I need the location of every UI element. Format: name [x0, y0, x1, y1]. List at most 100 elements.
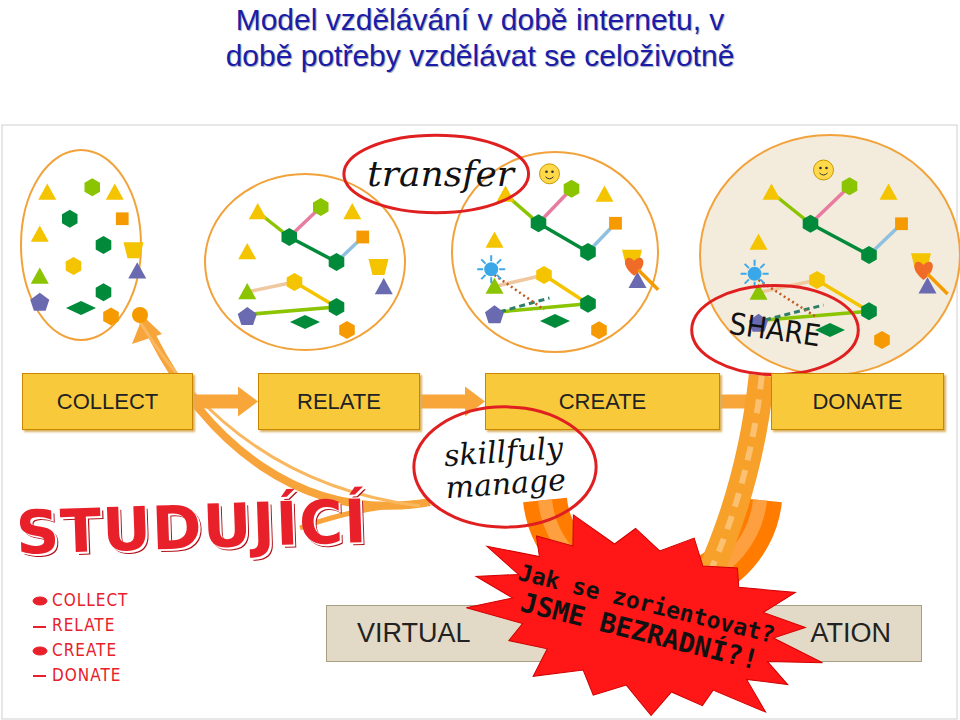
sun-ray	[497, 259, 501, 263]
sun-ray	[499, 268, 505, 270]
sun	[748, 267, 762, 281]
manage-callout: skillfuly manage	[412, 405, 598, 529]
node-label: SHARE	[727, 308, 822, 352]
idea-shape	[249, 203, 267, 219]
idea-shape	[313, 198, 329, 216]
idea-shape	[536, 266, 552, 284]
idea-shape	[66, 257, 82, 275]
idea-shape	[124, 242, 144, 258]
list-item: DONATE	[52, 665, 121, 685]
idea-shape	[287, 273, 303, 291]
arrowhead	[238, 387, 258, 417]
ellipse-outline	[692, 285, 859, 374]
idea-shape	[62, 210, 78, 228]
idea-shape	[31, 226, 49, 242]
smiley-eye	[825, 167, 828, 170]
process-box: CREATE	[485, 373, 720, 430]
process-box: RELATE	[258, 373, 420, 430]
idea-shape	[564, 180, 580, 198]
idea-shape	[609, 217, 622, 230]
list-bullets	[33, 597, 47, 676]
idea-shape	[290, 315, 320, 329]
idea-shape	[750, 234, 768, 250]
idea-shape	[486, 232, 504, 248]
idea-shape	[103, 307, 119, 325]
idea-shape	[106, 184, 124, 200]
node-label: CREATE	[559, 389, 647, 415]
flow-arrow	[420, 387, 485, 417]
smiley-mouth	[820, 173, 828, 175]
idea-shape	[803, 215, 819, 233]
idea-shape	[343, 203, 361, 219]
idea-shape	[809, 271, 825, 289]
arrow-shaft	[193, 395, 240, 409]
idea-link	[253, 307, 337, 314]
process-box: DONATE	[771, 373, 944, 430]
node-label: skillfuly manage	[430, 431, 579, 504]
sun-ray	[760, 264, 764, 268]
ellipse-outline	[344, 135, 529, 213]
idea-circle	[700, 135, 960, 375]
sun-ray	[481, 275, 485, 279]
sun-ray	[760, 279, 764, 283]
idea-shape	[540, 314, 570, 328]
idea-shape	[85, 178, 101, 196]
sun-ray	[741, 273, 747, 275]
idea-shape	[128, 262, 146, 278]
node-texts: transfer	[367, 155, 504, 193]
node-texts: DONATE	[812, 389, 902, 415]
sun-ray	[745, 279, 749, 283]
sun-ray	[497, 275, 501, 279]
sun-ray	[763, 273, 769, 275]
idea-shape	[375, 278, 393, 294]
idea-shape	[38, 184, 56, 200]
heart-stick	[928, 274, 948, 294]
idea-shape	[30, 293, 49, 311]
idea-shape	[874, 331, 890, 349]
idea-shape	[880, 184, 898, 200]
node-texts: COLLECT	[57, 389, 158, 415]
node-texts: SHARE	[727, 308, 822, 352]
ellipse-outline	[414, 407, 596, 527]
sun-ray	[490, 277, 492, 283]
idea-shape	[339, 321, 355, 339]
idea-shape	[531, 214, 547, 232]
node-texts: RELATE	[297, 389, 381, 415]
arrow-shaft	[420, 395, 467, 409]
idea-shape	[282, 228, 298, 246]
node-label: VIRTUAL	[357, 618, 471, 649]
sun-ray	[477, 268, 483, 270]
idea-shape	[591, 321, 607, 339]
idea-shape	[369, 259, 389, 275]
idea-shape	[96, 283, 112, 301]
student-heading: STUDUJÍCÍ	[15, 486, 369, 568]
heart-stick	[638, 270, 658, 290]
idea-shape	[238, 307, 257, 325]
smiley	[814, 160, 834, 180]
idea-circle	[205, 174, 405, 350]
node-texts: CREATE	[559, 389, 647, 415]
sun-ray	[490, 255, 492, 261]
idea-shape	[842, 177, 858, 195]
share-callout: SHARE	[690, 284, 860, 376]
smiley-mouth	[546, 177, 554, 179]
smiley-eye	[551, 171, 554, 174]
idea-shape	[596, 186, 614, 202]
idea-shape	[485, 305, 504, 323]
idea-shape	[580, 295, 596, 313]
flow-arrow	[193, 387, 258, 417]
idea-shape	[486, 278, 504, 294]
node-label: DONATE	[812, 389, 902, 415]
idea-shape	[329, 298, 345, 316]
idea-shape	[329, 253, 345, 271]
list-item: COLLECT	[52, 590, 128, 610]
node-label: transfer	[367, 155, 504, 193]
smiley-eye	[545, 171, 548, 174]
idea-shape	[238, 283, 256, 299]
process-box: COLLECT	[22, 373, 193, 430]
node-label: RELATE	[297, 389, 381, 415]
idea-shape	[31, 268, 49, 284]
node-texts: skillfuly manage	[430, 431, 579, 504]
transfer-callout: transfer	[342, 134, 530, 214]
